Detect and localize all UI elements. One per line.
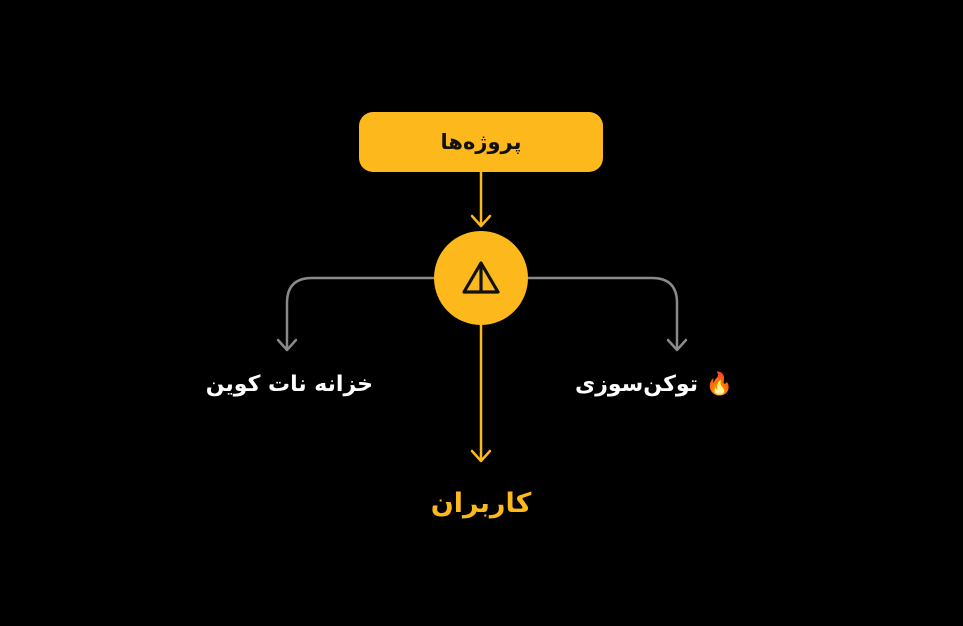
left-node-treasury: خزانه نات کوین xyxy=(205,372,373,397)
top-node-label: پروژه‌ها xyxy=(440,130,522,154)
arrow-top-to-hub xyxy=(470,172,492,228)
top-node-projects: پروژه‌ها xyxy=(359,112,603,172)
arrow-hub-to-bottom xyxy=(470,325,492,463)
arrow-hub-to-left xyxy=(276,276,434,352)
arrow-hub-to-right xyxy=(528,276,688,352)
bottom-node-users: کاربران xyxy=(430,488,532,519)
hub-node xyxy=(434,231,528,325)
right-node-token-burn: 🔥 توکن‌سوزی xyxy=(575,372,733,397)
notcoin-triangle-icon xyxy=(462,261,500,294)
